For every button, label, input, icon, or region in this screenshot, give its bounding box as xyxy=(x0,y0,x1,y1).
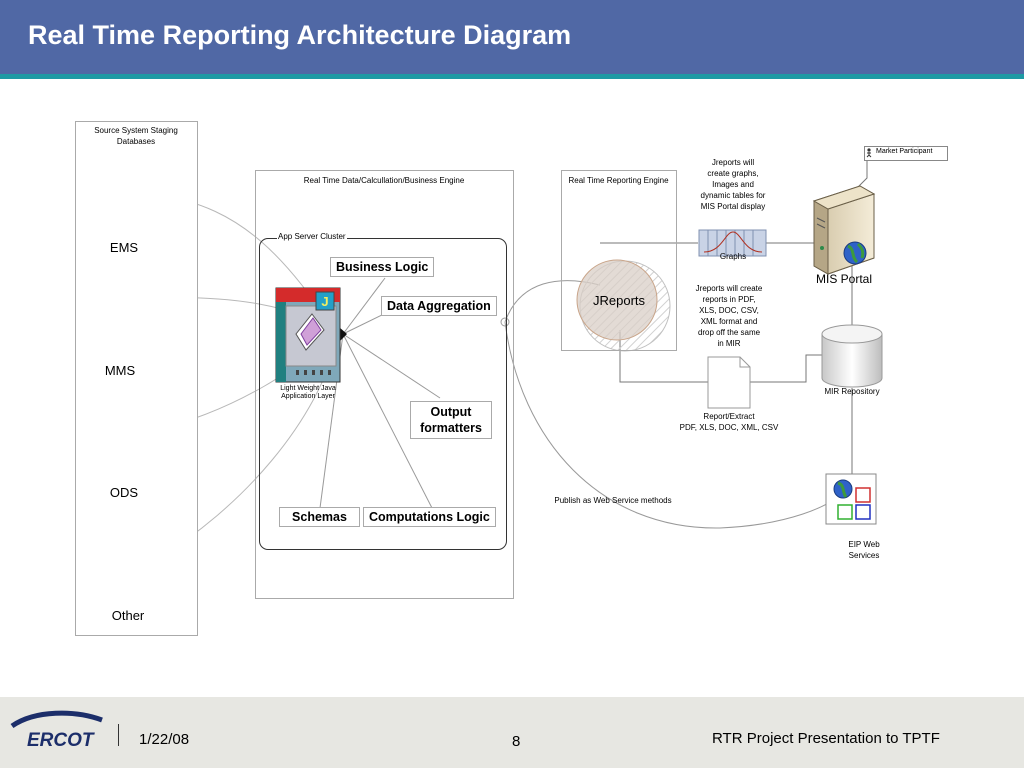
footer-date: 1/22/08 xyxy=(139,731,190,748)
app-server-cluster-label: App Server Cluster xyxy=(277,232,347,241)
engine-panel xyxy=(255,170,514,599)
report-extract-label: Report/Extract xyxy=(703,412,755,421)
footer-presentation-title: RTR Project Presentation to TPTF xyxy=(712,730,940,747)
graphs-label: Graphs xyxy=(719,252,747,261)
schemas-box: Schemas xyxy=(279,507,360,527)
output-formatters-box: Output formatters xyxy=(410,401,492,439)
java-app-layer-icon: J xyxy=(275,287,341,383)
publish-label: Publish as Web Service methods xyxy=(554,496,672,505)
hub-connector xyxy=(339,327,347,342)
reports-note: Jreports will create reports in PDF, XLS… xyxy=(695,284,763,348)
eip-web-services-label: EIP Web Services xyxy=(848,540,880,560)
footer-page-number: 8 xyxy=(512,733,521,750)
engine-panel-title: Real Time Data/Calcullation/Business Eng… xyxy=(303,176,465,185)
slide-title: Real Time Reporting Architecture Diagram xyxy=(28,20,572,50)
server-label-ods: ODS xyxy=(109,485,139,500)
source-panel-title: Source System Staging Databases xyxy=(94,126,178,146)
svg-text:J: J xyxy=(321,294,328,309)
title-stripe xyxy=(0,74,1024,79)
report-formats-label: PDF, XLS, DOC, XML, CSV xyxy=(679,423,779,432)
mir-repository-label: MIR Repository xyxy=(824,387,880,396)
java-layer-label: Light Weight Java Application Layer xyxy=(280,385,336,400)
computations-logic-box: Computations Logic xyxy=(363,507,496,527)
ercot-logo-text: ERCOT xyxy=(27,730,95,751)
footer-divider xyxy=(118,724,119,746)
mir-repository-icon xyxy=(821,324,883,388)
globe-icon xyxy=(843,241,867,265)
business-logic-box: Business Logic xyxy=(330,257,435,277)
reporting-panel-title: Real Time Reporting Engine xyxy=(568,176,669,185)
graphs-strip xyxy=(698,229,767,257)
person-icon xyxy=(866,148,872,158)
jreports-node xyxy=(576,259,671,352)
market-participant-box xyxy=(864,146,948,161)
market-participant-label: Market Participant xyxy=(876,148,933,155)
ercot-logo: ERCOT xyxy=(10,710,103,751)
server-label-ems: EMS xyxy=(109,240,139,255)
title-bar xyxy=(0,0,1024,74)
app-server-cluster xyxy=(259,238,507,550)
eip-web-services-icon xyxy=(825,473,877,525)
graphs-note: Jreports will create graphs, Images and … xyxy=(700,158,766,211)
jreports-connectors xyxy=(600,160,868,474)
source-system-panel xyxy=(75,121,198,636)
data-aggregation-box: Data Aggregation xyxy=(381,296,497,316)
jreports-label: JReports xyxy=(592,293,646,308)
server-label-other: Other xyxy=(111,608,145,623)
server-label-mms: MMS xyxy=(104,363,136,378)
reporting-engine-panel xyxy=(561,170,677,351)
footer-bar xyxy=(0,697,1024,768)
mis-portal-label: MIS Portal xyxy=(815,272,872,286)
report-document-icon xyxy=(707,356,751,409)
